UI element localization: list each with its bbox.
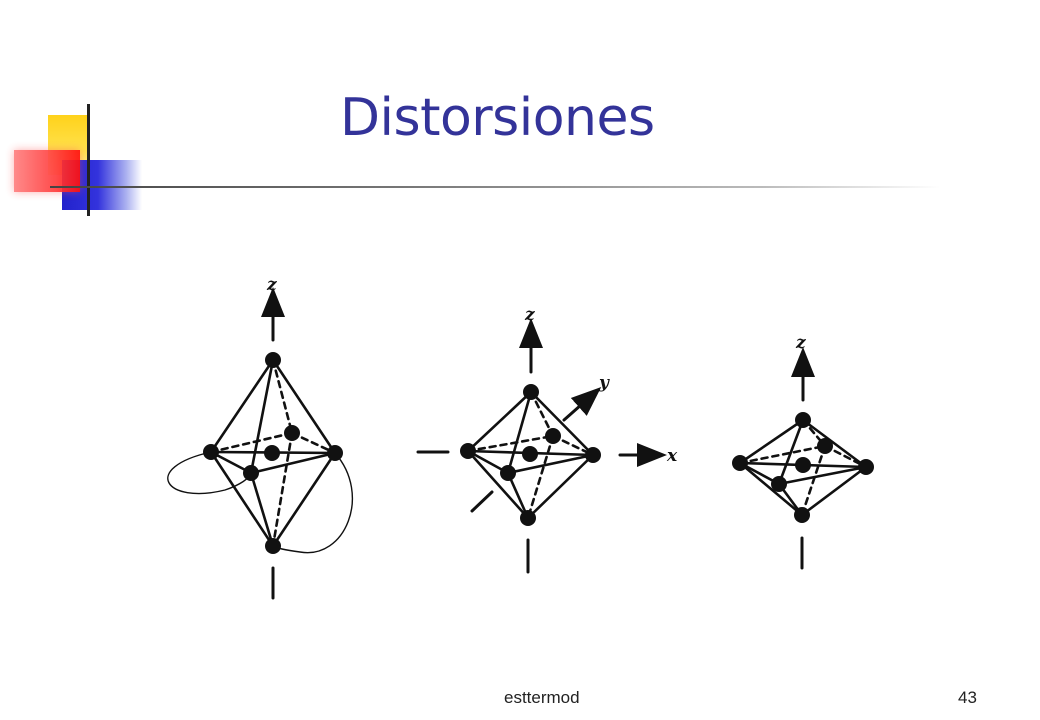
axis-label-z-2: z [524,305,535,325]
octahedron-regular [416,318,667,574]
page-number: 43 [958,688,977,707]
footer-author: esttermod [504,688,580,707]
octahedron-compressed [732,347,874,570]
atoms [203,352,343,554]
axis-label-z-3: z [795,333,806,353]
axis-label-x: x [666,446,678,466]
axis-label-z-1: z [266,275,277,295]
atoms [732,412,874,523]
y-axis-lower [470,490,494,513]
y-axis-arrow [562,387,602,422]
octahedron-elongated [167,287,353,600]
axis-label-y: y [598,373,610,393]
title-underline [50,186,940,188]
slide-title: Distorsiones [340,88,655,148]
rotation-arc-left [167,451,252,495]
decor-red-square [14,150,80,192]
decor-vertical-line [87,104,90,216]
atoms [460,384,601,526]
visible-edges [209,358,337,548]
